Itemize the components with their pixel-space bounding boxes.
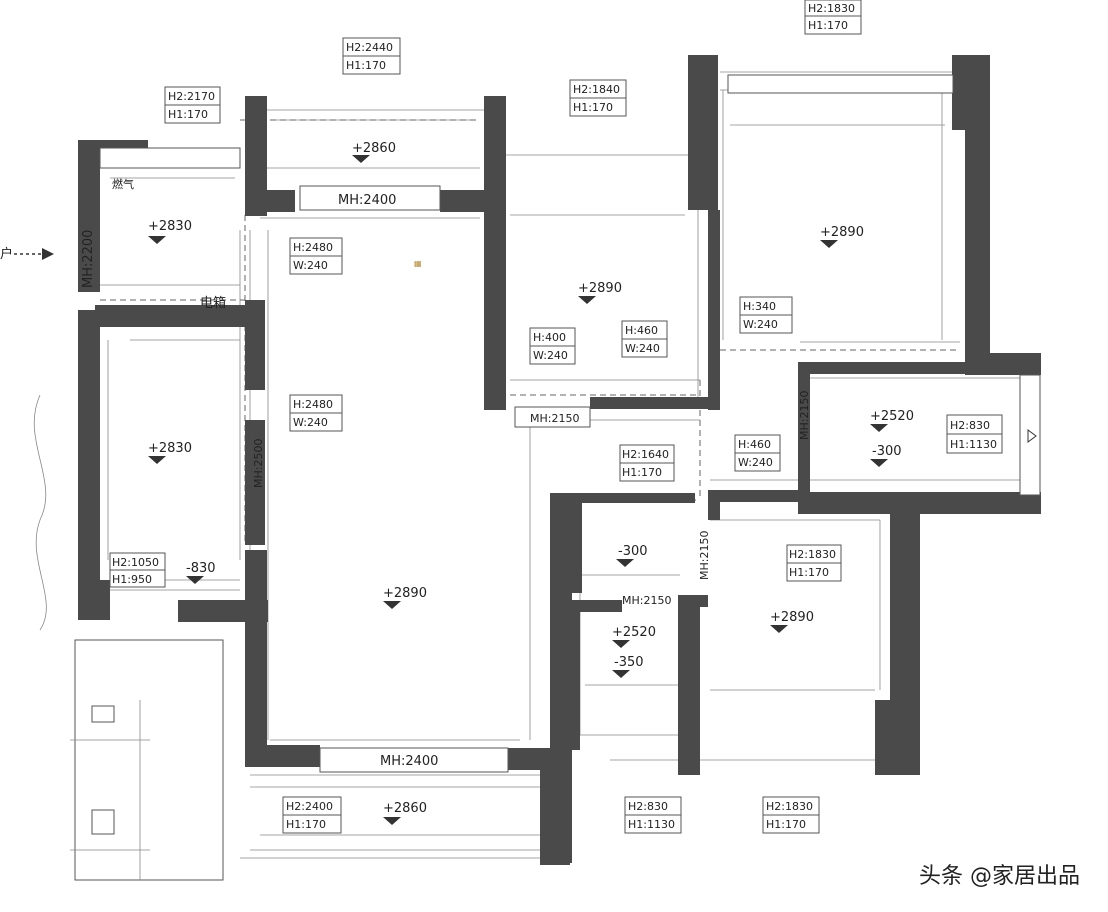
elev-center-right: +2890 <box>578 281 622 296</box>
opening-o7-h1: H1:1130 <box>950 438 997 451</box>
opening-labels: H2:2440 H1:170 H2:2170 H1:170 H2:1840 H1… <box>109 0 1003 834</box>
opening-o9-h2: H2:2400 <box>286 800 333 813</box>
designer-logo: ▦ <box>414 259 422 268</box>
elev-living: +2890 <box>383 586 427 601</box>
entry-label: 户 <box>0 246 13 262</box>
opening-o2-h2: H2:2170 <box>168 90 215 103</box>
opening-o11-h1: H1:170 <box>766 818 806 831</box>
door-d7: MH:2500 <box>252 439 265 488</box>
opening-o11-h2: H2:1830 <box>766 800 813 813</box>
beam-b1-h: H:2480 <box>293 241 333 254</box>
window-arrow-icon <box>1027 429 1037 443</box>
elev-bath-upper: -300 <box>618 544 648 559</box>
beam-b2-h: H:2480 <box>293 398 333 411</box>
side-door-label: MH:2200 <box>81 230 96 288</box>
opening-o3-h2: H2:1840 <box>573 83 620 96</box>
opening-o9-h1: H1:170 <box>286 818 326 831</box>
boundary-curve <box>33 394 47 631</box>
elev-bath-lower-2: -350 <box>614 655 644 670</box>
elev-right-middle-2: -300 <box>872 444 902 459</box>
elev-bottom-right: +2890 <box>770 610 814 625</box>
door-d5: MH:2150 <box>798 391 811 440</box>
opening-o2-h1: H1:170 <box>168 108 208 121</box>
elev-bottom-center: +2860 <box>383 801 427 816</box>
annex-area <box>70 639 224 881</box>
door-d3: MH:2150 <box>530 412 579 425</box>
elev-left-bottom: -830 <box>186 561 216 576</box>
watermark: 头条 @家居出品 <box>919 864 1080 889</box>
beam-b5-h: H:340 <box>743 300 776 313</box>
opening-o5-h1: H1:170 <box>622 466 662 479</box>
opening-o10-h1: H1:1130 <box>628 818 675 831</box>
door-d6: MH:2150 <box>698 531 711 580</box>
opening-o6-h1: H1:170 <box>789 566 829 579</box>
gas-label: 燃气 <box>112 177 134 191</box>
opening-o7-h2: H2:830 <box>950 419 990 432</box>
opening-o10-h2: H2:830 <box>628 800 668 813</box>
opening-o3-h1: H1:170 <box>573 101 613 114</box>
window-frames <box>99 74 1041 773</box>
beam-b6-h: H:460 <box>738 438 771 451</box>
door-d2: MH:2400 <box>380 754 438 769</box>
opening-o8-h2: H2:1050 <box>112 556 159 569</box>
beam-b5-w: W:240 <box>743 318 778 331</box>
opening-o1-h1: H1:170 <box>346 59 386 72</box>
meter-box-label: 电箱 <box>200 295 226 311</box>
opening-o6-h2: H2:1830 <box>789 548 836 561</box>
opening-o5-h2: H2:1640 <box>622 448 669 461</box>
beam-b6-w: W:240 <box>738 456 773 469</box>
opening-o8-h1: H1:950 <box>112 573 152 586</box>
elev-top-center: +2860 <box>352 141 396 156</box>
opening-o4-h1: H1:170 <box>808 19 848 32</box>
beam-b3-h: H:400 <box>533 331 566 344</box>
beam-b3-w: W:240 <box>533 349 568 362</box>
walls <box>78 55 1041 865</box>
opening-o1-h2: H2:2440 <box>346 41 393 54</box>
elev-top-left: +2830 <box>148 219 192 234</box>
beam-b4-h: H:460 <box>625 324 658 337</box>
elevation-markers <box>148 155 888 825</box>
door-labels: MH:2400 MH:2400 MH:2150 MH:2150 MH:2150 … <box>81 193 811 769</box>
elevation-labels: +2830 +2860 +2890 +2890 +2830 -830 +2890… <box>148 141 914 816</box>
elev-bath-lower-1: +2520 <box>612 625 656 640</box>
entry-arrow-icon <box>14 248 54 260</box>
elev-right-middle-1: +2520 <box>870 409 914 424</box>
door-d4: MH:2150 <box>622 594 671 607</box>
beam-labels: H:2480 W:240 H:2480 W:240 H:400 W:240 H:… <box>289 237 793 472</box>
beam-b4-w: W:240 <box>625 342 660 355</box>
beam-b2-w: W:240 <box>293 416 328 429</box>
opening-o4-h2: H2:1830 <box>808 2 855 15</box>
door-d1: MH:2400 <box>338 193 396 208</box>
beam-b1-w: W:240 <box>293 259 328 272</box>
elev-left-middle: +2830 <box>148 441 192 456</box>
elev-top-right: +2890 <box>820 225 864 240</box>
